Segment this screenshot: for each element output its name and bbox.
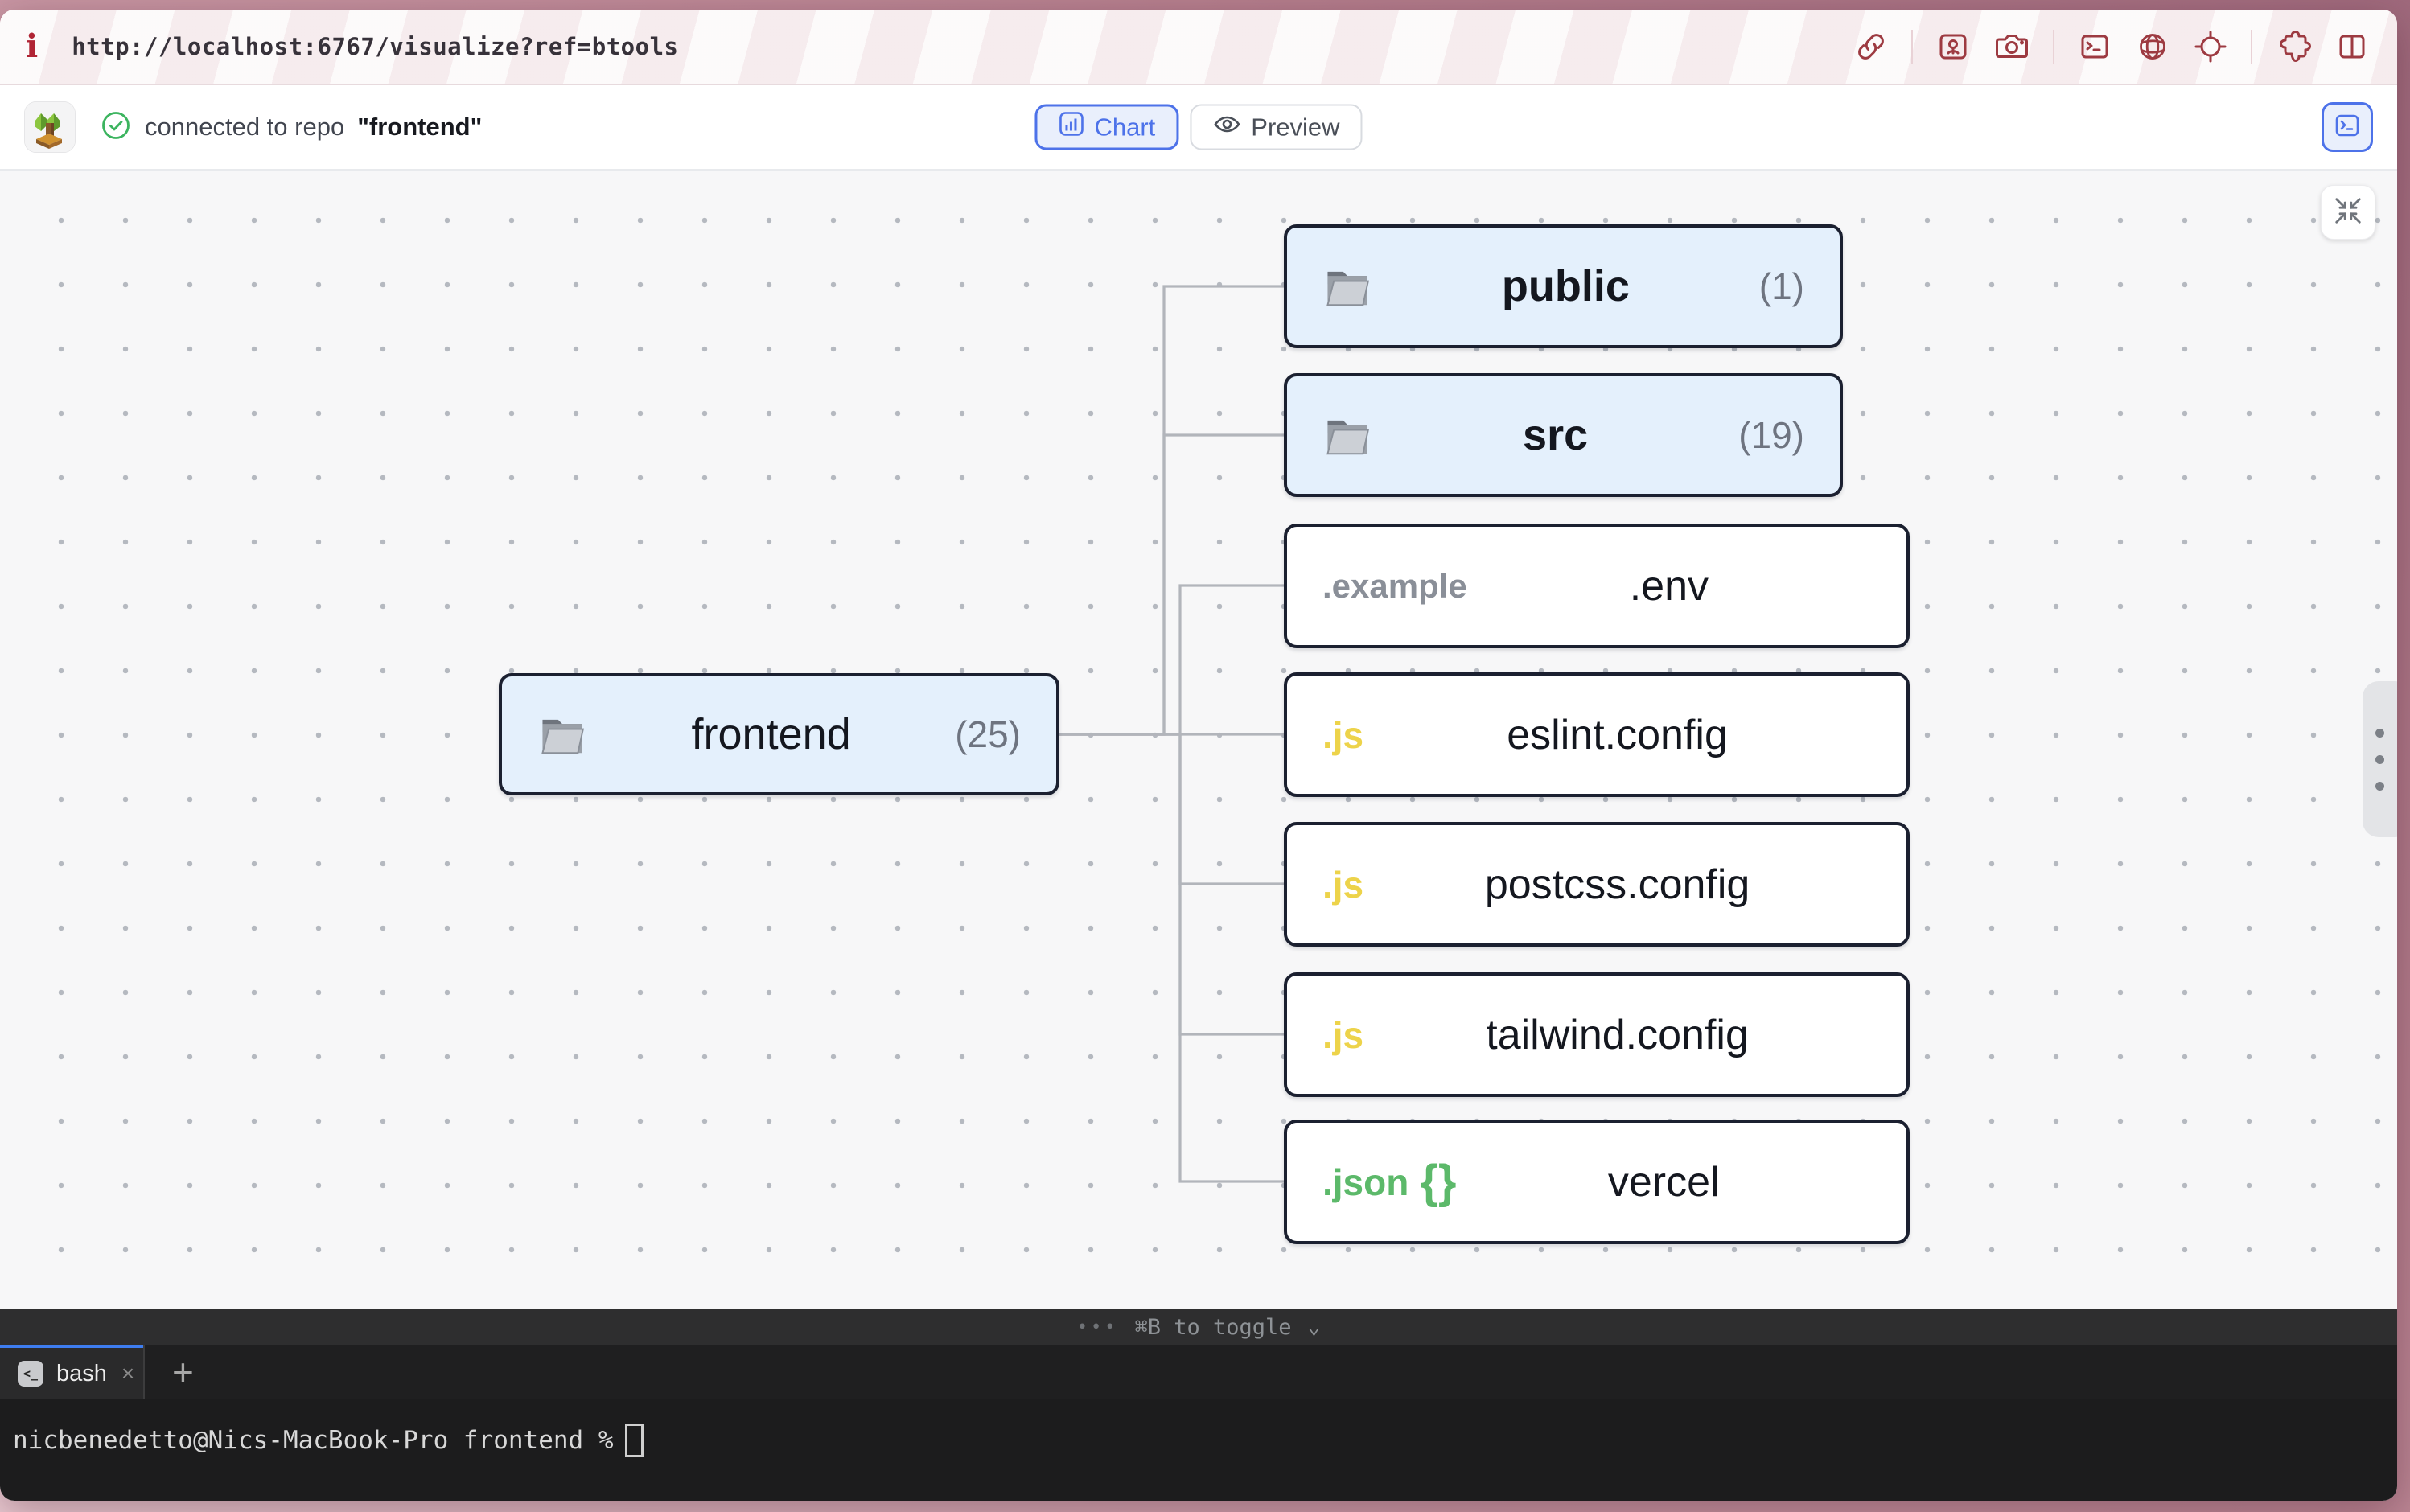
collapse-arrows-icon [2333, 195, 2363, 230]
node-label: eslint.config [1507, 711, 1728, 758]
target-icon[interactable] [2193, 29, 2228, 64]
drag-dots-icon: ••• [1076, 1317, 1119, 1337]
tree-node-public[interactable]: public (1) [1284, 224, 1843, 348]
terminal-tab-bar: <_ bash × + [0, 1345, 2397, 1399]
node-label: .env [1629, 562, 1709, 610]
node-label: frontend [691, 710, 851, 758]
eye-icon [1212, 109, 1241, 145]
toolbar-divider [2251, 30, 2252, 64]
connection-status: connected to repo "frontend" [100, 109, 482, 146]
node-label: public [1501, 262, 1630, 310]
view-switcher: Chart Preview [1034, 104, 1363, 150]
status-text: connected to repo [145, 113, 345, 141]
tab-divider [143, 1345, 145, 1399]
terminal-tab-bash[interactable]: <_ bash × [0, 1345, 143, 1399]
folder-icon [537, 709, 587, 759]
browser-toolbar [1853, 29, 2397, 64]
browser-url-bar: i http://localhost:6767/visualize?ref=bt… [0, 10, 2397, 85]
tree-node-env-example[interactable]: .example .env [1284, 524, 1910, 648]
collapse-view-button[interactable] [2321, 185, 2375, 240]
check-circle-icon [100, 109, 132, 146]
app-logo-icon [24, 101, 76, 153]
tree-edges [1059, 285, 1284, 1183]
split-view-icon[interactable] [2334, 29, 2370, 64]
shell-icon: <_ [18, 1361, 43, 1387]
tree-node-tailwind-config[interactable]: .js tailwind.config [1284, 972, 1910, 1097]
app-window: i http://localhost:6767/visualize?ref=bt… [0, 10, 2397, 1501]
screenshot-icon[interactable] [1935, 29, 1971, 64]
globe-icon[interactable] [2135, 29, 2170, 64]
file-ext-badge: .json [1322, 1161, 1409, 1203]
tree-node-src[interactable]: src (19) [1284, 373, 1843, 497]
tree-node-postcss-config[interactable]: .js postcss.config [1284, 822, 1910, 947]
terminal-cursor [624, 1424, 644, 1457]
node-count: (19) [1738, 414, 1804, 456]
file-ext-badge: .js [1322, 713, 1364, 756]
node-count: (25) [955, 713, 1021, 755]
node-label: src [1523, 411, 1589, 459]
link-icon[interactable] [1853, 29, 1889, 64]
chart-button-label: Chart [1094, 113, 1156, 141]
url-text: http://localhost:6767/visualize?ref=btoo… [72, 33, 679, 60]
file-ext-badge: .example [1322, 566, 1467, 605]
close-tab-icon[interactable]: × [121, 1361, 135, 1386]
node-count: (1) [1758, 265, 1804, 307]
camera-icon[interactable] [1993, 29, 2030, 64]
node-label: vercel [1607, 1158, 1720, 1206]
terminal-output[interactable]: nicbenedetto@Nics-MacBook-Pro frontend % [0, 1399, 2397, 1501]
node-label: tailwind.config [1486, 1011, 1749, 1058]
extensions-icon[interactable] [2275, 29, 2312, 64]
toggle-terminal-button[interactable] [2322, 102, 2373, 152]
tree-node-eslint-config[interactable]: .js eslint.config [1284, 672, 1910, 797]
folder-icon [1322, 410, 1372, 460]
terminal-prompt: nicbenedetto@Nics-MacBook-Pro frontend % [13, 1426, 614, 1455]
terminal-toggle-bar[interactable]: ••• ⌘B to toggle ⌄ [0, 1309, 2397, 1345]
new-terminal-button[interactable]: + [172, 1351, 194, 1393]
node-label: postcss.config [1484, 861, 1750, 908]
flow-canvas[interactable]: frontend (25) public (1) [0, 171, 2397, 1309]
preview-button-label: Preview [1251, 113, 1340, 141]
terminal-prompt-line: nicbenedetto@Nics-MacBook-Pro frontend % [13, 1424, 644, 1457]
terminal-icon[interactable] [2077, 29, 2112, 64]
preview-tab-button[interactable]: Preview [1190, 104, 1363, 150]
status-repo-name: "frontend" [357, 113, 483, 141]
toolbar-divider [2053, 30, 2054, 64]
terminal-tab-label: bash [56, 1360, 107, 1387]
bar-chart-icon [1058, 111, 1084, 144]
app-header: connected to repo "frontend" Chart [0, 85, 2397, 171]
tree-node-vercel-json[interactable]: .json {} vercel [1284, 1120, 1910, 1244]
info-icon: i [26, 27, 39, 65]
terminal-toggle-hint: ⌘B to toggle [1134, 1314, 1292, 1340]
tree-node-frontend[interactable]: frontend (25) [499, 673, 1059, 795]
terminal-panel-icon [2333, 111, 2362, 144]
file-ext-badge: .js [1322, 863, 1364, 906]
chevron-down-icon[interactable]: ⌄ [1307, 1315, 1321, 1339]
chart-tab-button[interactable]: Chart [1034, 104, 1179, 150]
panel-drag-handle[interactable] [2363, 681, 2397, 837]
folder-icon [1322, 261, 1372, 311]
json-braces-icon: {} [1420, 1156, 1457, 1208]
toolbar-divider [1911, 30, 1913, 64]
file-ext-badge: .js [1322, 1013, 1364, 1056]
